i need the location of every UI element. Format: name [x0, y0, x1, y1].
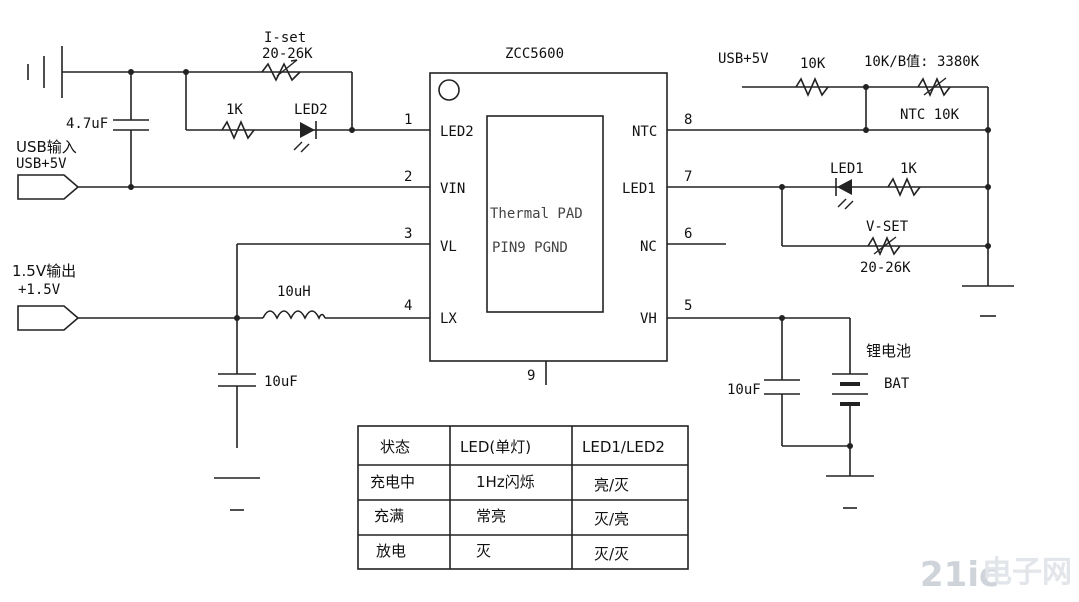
table-cell: 灭/灭 — [594, 545, 629, 563]
r10k-label: 10K — [800, 56, 826, 72]
watermark-21ic: 21ic 电子网 — [920, 555, 1072, 595]
inductor-10uh — [262, 310, 326, 320]
iset-label: I-set — [264, 30, 306, 46]
usb-in-label-1: USB输入 — [16, 138, 77, 156]
ntc-top-label: 10K/B值: 3380K — [864, 54, 980, 70]
r1k-right-label: 1K — [900, 161, 917, 177]
table-cell: 灭/亮 — [594, 510, 629, 528]
battery-cn-label: 锂电池 — [866, 342, 911, 360]
pin-num-1: 1 — [404, 112, 412, 128]
table-cell: 充满 — [374, 507, 404, 525]
pad-label-1: Thermal PAD — [490, 206, 583, 222]
pin-name-lx: LX — [440, 311, 457, 327]
ground-top-left — [27, 46, 63, 98]
out-label-2: +1.5V — [18, 282, 61, 298]
pin-num-9: 9 — [527, 368, 535, 384]
ground-output — [214, 477, 260, 511]
pin-name-led1: LED1 — [622, 181, 656, 197]
pin-num-8: 8 — [684, 112, 692, 128]
out-label-1: 1.5V输出 — [12, 262, 76, 280]
watermark-brand: 21ic — [920, 555, 999, 595]
pin-name-vl: VL — [440, 239, 457, 255]
pin-num-5: 5 — [684, 298, 692, 314]
pin-name-led2: LED2 — [440, 124, 474, 140]
led2-icon — [293, 121, 317, 153]
battery-icon — [832, 373, 868, 406]
iset-value-label: 20-26K — [262, 46, 313, 62]
capacitor-10uf-bat — [764, 379, 800, 395]
table-header-led: LED(单灯) — [460, 438, 531, 456]
pin-name-ntc: NTC — [632, 124, 657, 140]
thermal-pad — [486, 115, 604, 313]
pin-num-2: 2 — [404, 169, 412, 185]
inductor-label: 10uH — [277, 284, 311, 300]
usb-input-port — [17, 174, 80, 200]
led1-icon — [835, 178, 854, 210]
status-table: 状态 LED(单灯) LED1/LED2 充电中 1Hz闪烁 亮/灭 充满 常亮… — [357, 425, 689, 570]
pad-label-2: PIN9 PGND — [492, 240, 568, 256]
led2-label: LED2 — [294, 102, 328, 118]
pin-num-3: 3 — [404, 226, 412, 242]
usb-right-label: USB+5V — [718, 51, 769, 67]
r1k-left-label: 1K — [226, 102, 243, 118]
vset-label: V-SET — [866, 219, 909, 235]
cap-bat-label: 10uF — [727, 382, 761, 398]
vset-value-label: 20-26K — [860, 260, 911, 276]
watermark-text: 电子网 — [982, 555, 1072, 590]
pin-name-nc: NC — [640, 239, 657, 255]
resistor-iset — [261, 59, 301, 82]
table-cell: 1Hz闪烁 — [476, 473, 535, 491]
resistor-1k-right — [887, 177, 921, 197]
table-cell: 充电中 — [370, 473, 415, 491]
table-header-state: 状态 — [380, 438, 410, 456]
pin-name-vin: VIN — [440, 181, 465, 197]
capacitor-10uf-out — [218, 373, 256, 387]
output-port — [17, 305, 80, 331]
pin-num-7: 7 — [684, 169, 692, 185]
chip-name: ZCC5600 — [505, 46, 564, 62]
battery-label: BAT — [884, 376, 910, 392]
table-cell: 常亮 — [476, 507, 506, 525]
cap-out-label: 10uF — [264, 374, 298, 390]
usb-in-label-2: USB+5V — [16, 156, 67, 172]
resistor-vset — [867, 236, 901, 256]
pin-num-4: 4 — [404, 298, 412, 314]
table-header-led12: LED1/LED2 — [582, 438, 665, 456]
pin-name-vh: VH — [640, 311, 657, 327]
resistor-10k — [795, 77, 829, 97]
table-cell: 灭 — [476, 542, 491, 560]
capacitor-4-7uf — [113, 119, 149, 131]
pin-num-6: 6 — [684, 226, 692, 242]
cap-in-label: 4.7uF — [66, 116, 108, 132]
ground-right — [962, 285, 1014, 317]
resistor-ntc-top — [917, 77, 951, 97]
table-cell: 亮/灭 — [594, 476, 629, 494]
ntc-label: NTC 10K — [900, 107, 960, 123]
led1-label: LED1 — [830, 161, 864, 177]
table-cell: 放电 — [376, 542, 406, 560]
ground-battery — [826, 475, 874, 509]
resistor-1k-left — [221, 120, 255, 140]
chip-zcc5600: ZCC5600 Thermal PAD PIN9 PGND LED2 VIN V… — [404, 46, 692, 385]
